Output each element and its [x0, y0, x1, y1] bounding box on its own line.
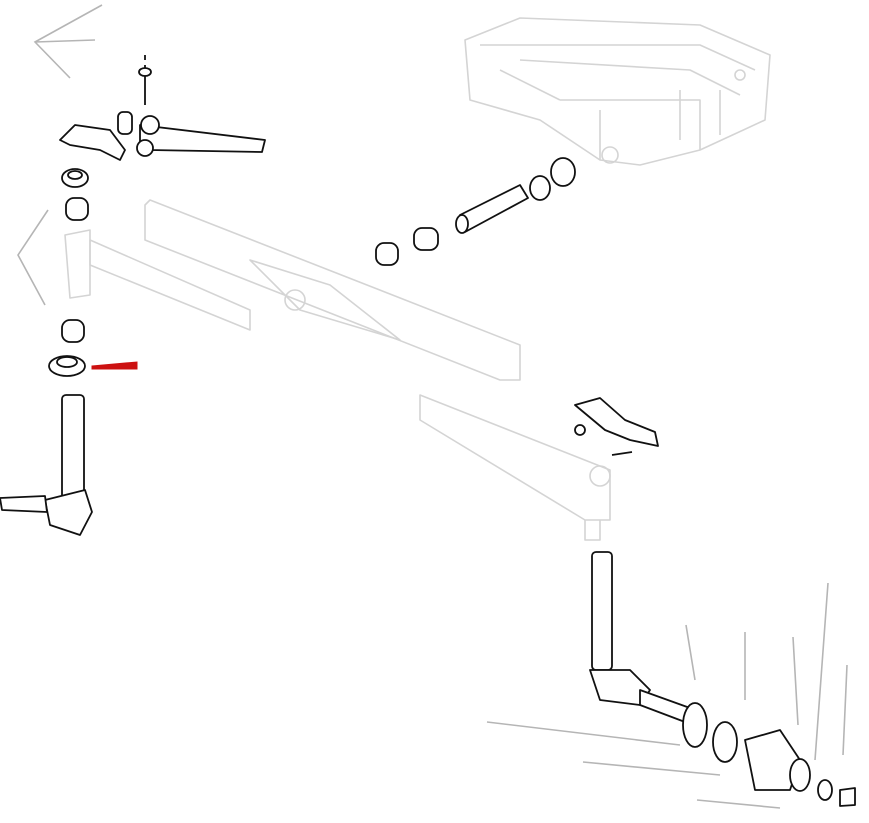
- tractor-frame-ghost: [464, 17, 771, 166]
- left-kingpin-bushings: [48, 168, 89, 377]
- right-spindle-hub: [589, 551, 856, 807]
- leader-lines: [486, 582, 848, 809]
- right-steering-arm: [574, 397, 659, 456]
- left-spindle: [0, 394, 93, 536]
- direction-arrows: [17, 4, 103, 306]
- axle-beam-ghost: [64, 199, 611, 541]
- highlight-arrow: [91, 361, 138, 370]
- pivot-pin-and-bushings: [375, 157, 576, 266]
- left-steering-arm: [59, 55, 266, 161]
